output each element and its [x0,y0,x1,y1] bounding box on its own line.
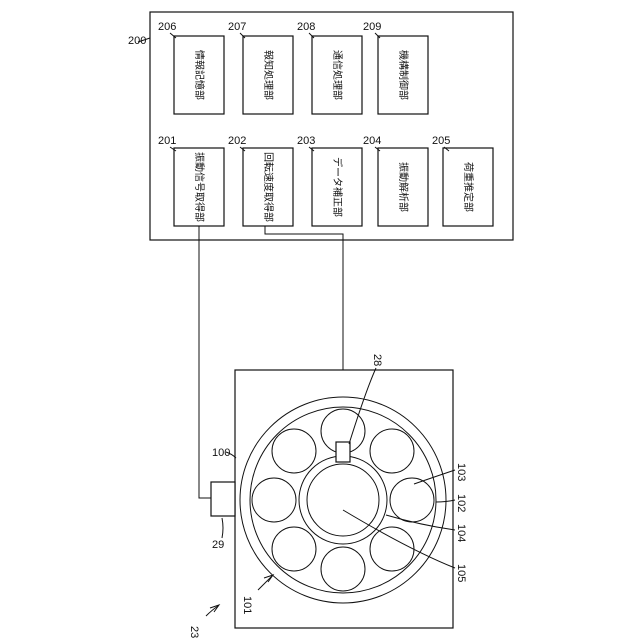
svg-text:208: 208 [297,21,315,33]
unit-207-label: 報知処理部 [262,50,275,100]
unit-208-label: 通信処理部 [331,50,344,100]
unit-203-label: データ補正部 [331,157,344,217]
unit-201-label: 振動信号取得部 [193,152,206,222]
ref-23: 23 [188,626,200,638]
rotation-sensor [336,442,350,462]
ref-29: 29 [212,539,224,551]
unit-202-label: 回転速度取得部 [262,152,275,222]
svg-text:201: 201 [158,135,176,147]
ref-105: 105 [455,564,467,582]
unit-209-label: 機構制御部 [397,50,410,100]
ref-102: 102 [455,494,467,512]
wire-vibration-signal [199,226,212,498]
unit-204-label: 振動解析部 [397,162,410,212]
leader-29 [222,518,223,538]
svg-text:205: 205 [432,135,450,147]
svg-text:209: 209 [363,21,381,33]
unit-205-label: 荷重推定部 [462,162,475,212]
unit-206-label: 情報記憶部 [193,50,206,100]
ref-104: 104 [455,524,467,542]
svg-text:204: 204 [363,135,381,147]
ref-101: 101 [241,596,253,614]
ref-200: 200 [128,35,146,47]
svg-text:207: 207 [228,21,246,33]
svg-text:202: 202 [228,135,246,147]
ref-103: 103 [455,463,467,481]
svg-text:203: 203 [297,135,315,147]
ref-28: 28 [371,354,383,366]
svg-text:206: 206 [158,21,176,33]
vibration-sensor [211,482,235,516]
